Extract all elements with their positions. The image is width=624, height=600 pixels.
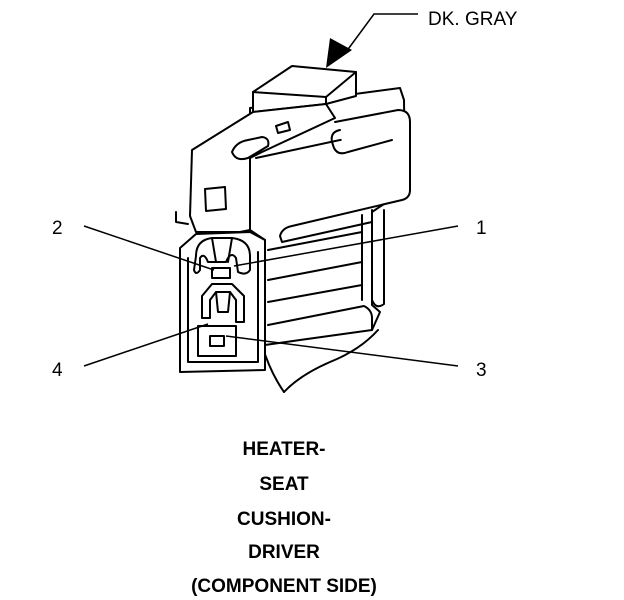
pin-label-3: 3	[476, 360, 487, 381]
pin-label-4: 4	[52, 360, 63, 381]
pin-1-leader	[233, 225, 459, 267]
color-arrowhead	[326, 38, 352, 68]
caption-line-3: CUSHION-	[237, 509, 331, 530]
connector-front-face	[179, 231, 266, 373]
caption-line-5: (COMPONENT SIDE)	[191, 576, 377, 597]
pin-3-leader	[225, 335, 459, 367]
color-leader	[345, 13, 418, 53]
color-label: DK. GRAY	[428, 9, 518, 30]
pin-label-1: 1	[476, 218, 487, 239]
caption-line-1: HEATER-	[242, 439, 325, 460]
pin-2-leader	[83, 225, 215, 271]
caption-line-4: DRIVER	[248, 542, 320, 563]
caption-line-2: SEAT	[259, 474, 309, 495]
pin-label-2: 2	[52, 218, 63, 239]
pin-4-leader	[83, 323, 209, 367]
connector-body	[175, 65, 411, 393]
